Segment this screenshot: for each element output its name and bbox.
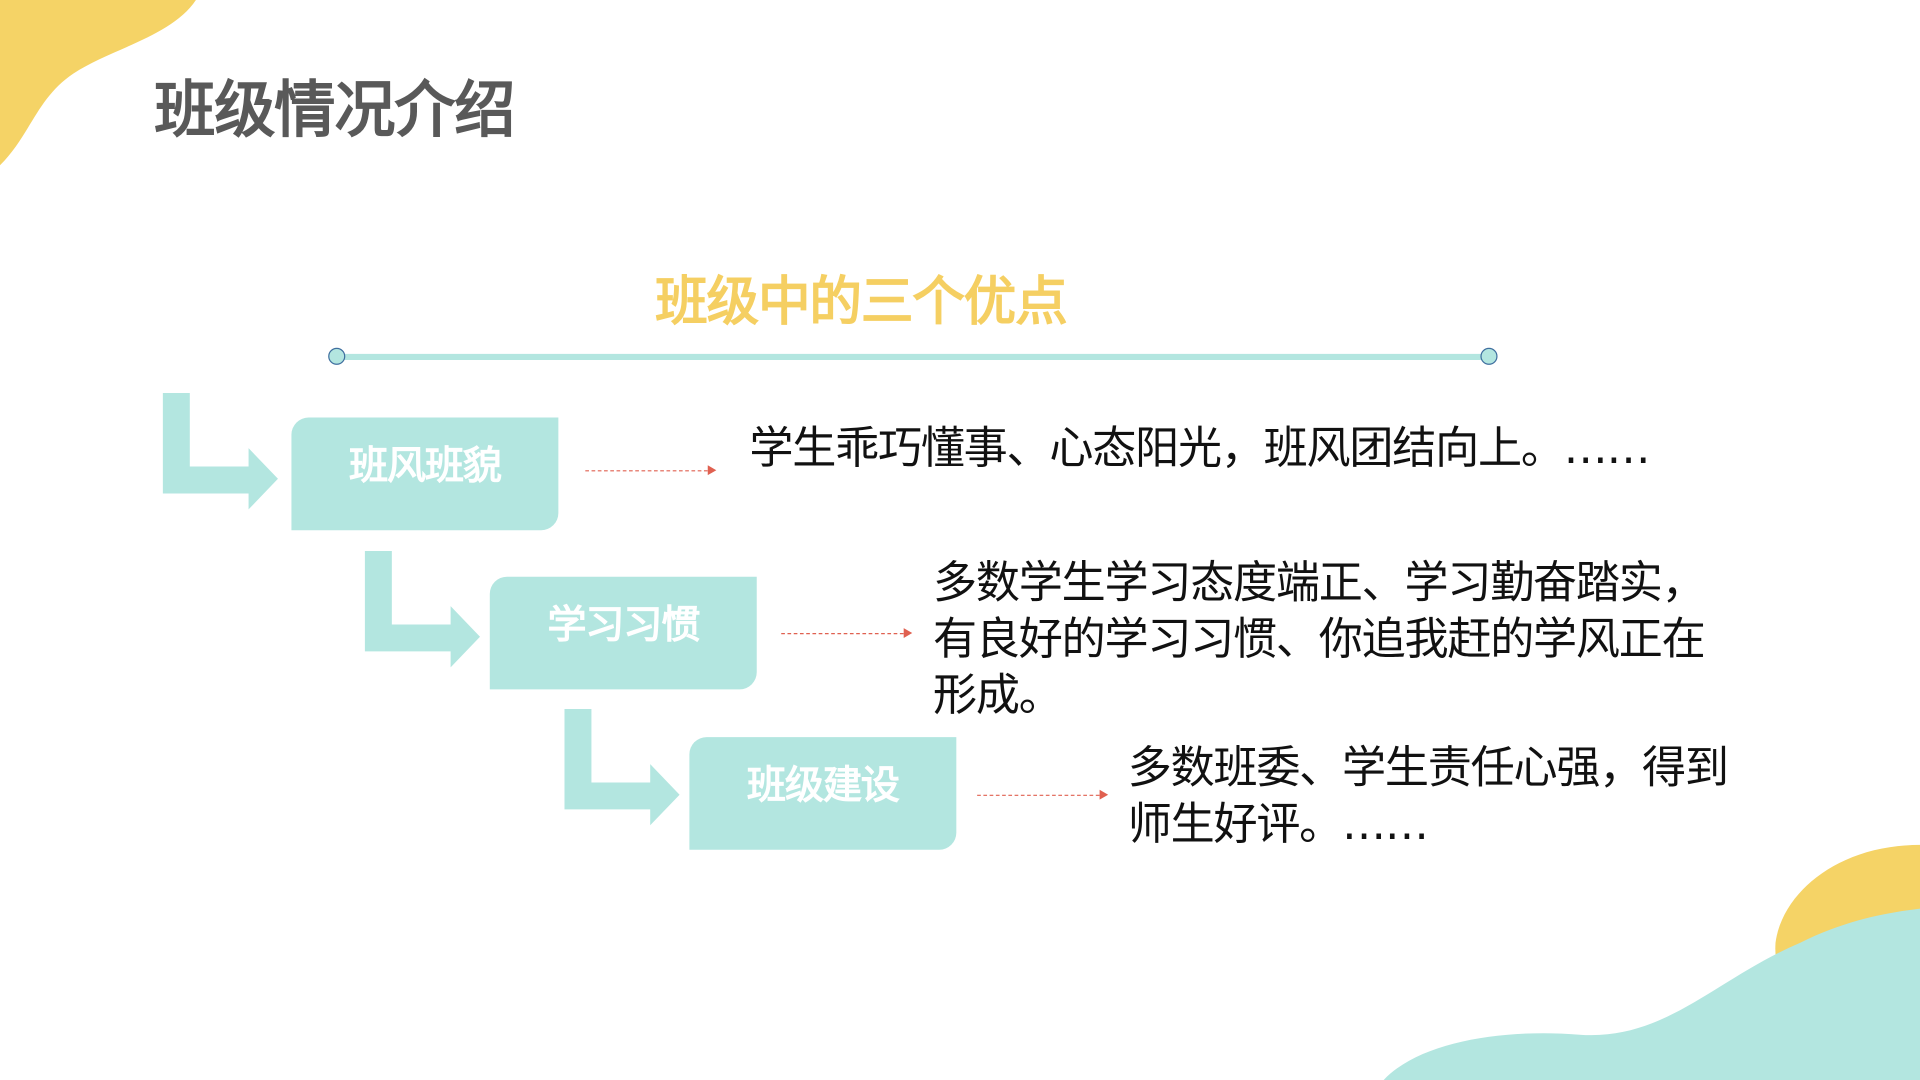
description-line: 师生好评。……: [1127, 799, 1429, 850]
bent-arrow-icon-2: [364, 551, 481, 668]
dashed-arrow-1: [585, 465, 717, 476]
top-left-yellow-blob: [0, 0, 196, 166]
bent-arrow-icon-3: [564, 708, 680, 826]
divider-endpoint-left: [328, 347, 346, 365]
description-line: 多数学生学习态度端正、学习勤奋踏实，: [933, 558, 1706, 609]
item-description-2: 多数学生学习态度端正、学习勤奋踏实， 有良好的学习习惯、你追我赶的学风正在 形成…: [933, 556, 1706, 725]
description-line: 有良好的学习习惯、你追我赶的学风正在: [933, 614, 1706, 665]
item-label-box-3: 班级建设: [689, 737, 957, 850]
bottom-right-teal-wave: [1383, 908, 1920, 1080]
section-subtitle: 班级中的三个优点: [655, 271, 1068, 334]
item-label-box-2: 学习习惯: [489, 576, 757, 690]
bent-arrow-icon-1: [162, 393, 278, 510]
description-line: 形成。: [933, 671, 1063, 722]
page-title: 班级情况介绍: [154, 74, 515, 146]
item-description-3: 多数班委、学生责任心强，得到 师生好评。……: [1127, 741, 1729, 854]
divider-endpoint-right: [1480, 347, 1498, 365]
item-description-1: 学生乖巧懂事、心态阳光，班风团结向上。……: [749, 421, 1650, 477]
dashed-arrow-2: [781, 628, 913, 638]
dashed-arrow-3: [977, 789, 1109, 800]
description-line: 学生乖巧懂事、心态阳光，班风团结向上。……: [749, 423, 1650, 474]
item-label-box-1: 班风班貌: [291, 417, 559, 531]
description-line: 多数班委、学生责任心强，得到: [1127, 743, 1729, 794]
divider-line: [342, 353, 1487, 361]
